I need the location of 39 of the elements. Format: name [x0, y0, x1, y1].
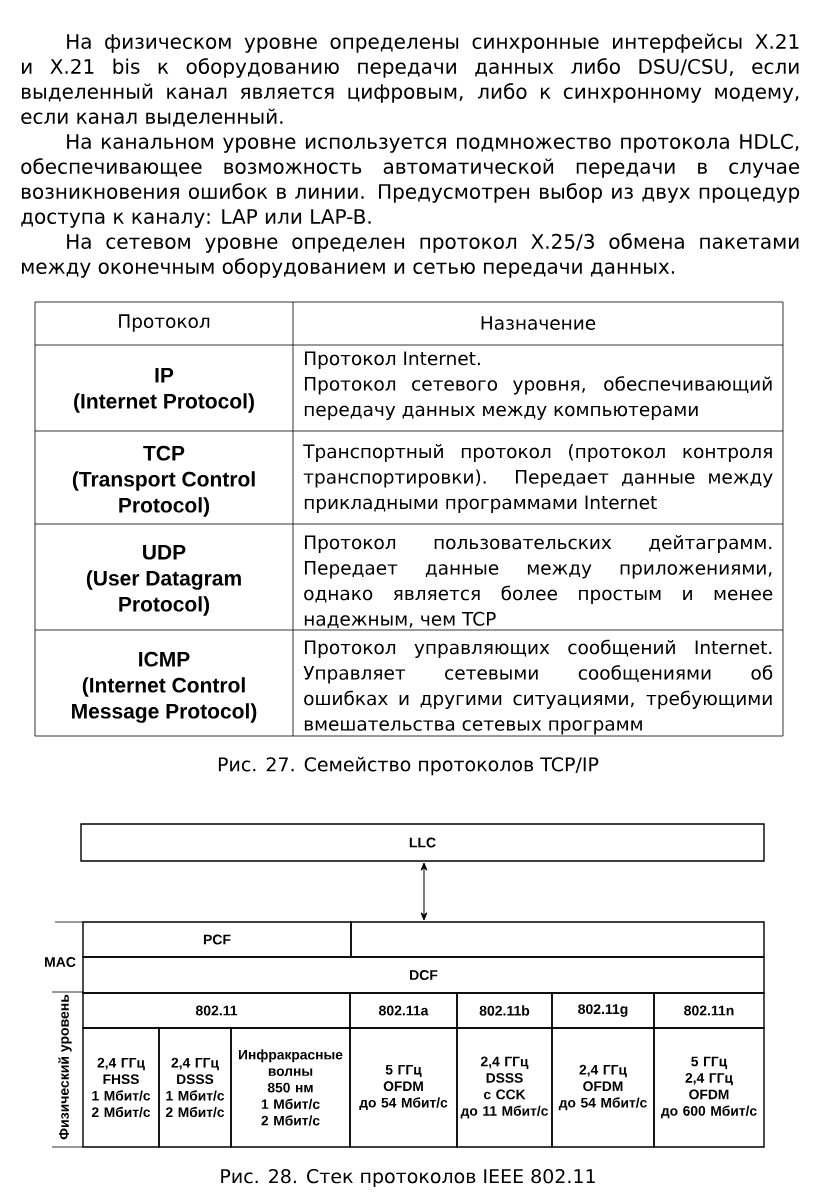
protocol-box: PCF	[82, 921, 352, 958]
specification-box: Инфракрасные волны 850 нм 1 Мбит/с 2 Мбит/с	[230, 1027, 351, 1148]
standard-box: 802.11b	[456, 992, 553, 1029]
layer-label: Физический уровень	[58, 994, 72, 1140]
protocol-description: Протокол сетевого уровня, обеспечивающий передачу данных между компьютерами	[304, 376, 772, 420]
paragraph: На канальном уровне используется подмножество протокола HDLC, обеспечивающее возможность автоматической передачи в случае возникновения ошибок в линии. Предусмотрен выбор из двух процедур доступа к каналу: LAP или LAP-B.	[21, 133, 800, 228]
protocol-description: Транспортный протокол (протокол контроля транспортировки). Передает данные между прикладными программами Internet	[303, 444, 773, 513]
standard-box: 802.11g	[551, 992, 655, 1029]
standard-box: 802.11a	[349, 992, 458, 1029]
specification-box: 5 ГГц 2,4 ГГц OFDM до 600 Мбит/с	[653, 1027, 765, 1148]
paragraph: На физическом уровне определены синхронные интерфейсы X.21 и X.21 bis к оборудованию передачи данных либо DSU/CSU, если выделенный канал является цифровым, либо к синхронному модему, если канал выделенный.	[21, 33, 799, 127]
standard-box: 802.11n	[653, 992, 765, 1029]
paragraph: На сетевом уровне определен протокол X.25/3 обмена пакетами между оконечным оборудованием и сетью передачи данных.	[22, 233, 799, 278]
protocol-box: DCF	[82, 956, 765, 994]
specification-box: 2,4 ГГц DSSS с CCK до 11 Мбит/с	[456, 1027, 553, 1148]
protocol-abbreviation: UDP	[143, 544, 186, 560]
specification-box: 2,4 ГГц DSSS 1 Мбит/с 2 Мбит/с	[158, 1027, 232, 1148]
specification-box: 2,4 ГГц OFDM до 54 Мбит/с	[551, 1027, 655, 1148]
protocol-full-name: (User Datagram Protocol)	[86, 570, 241, 616]
standard-box: 802.11	[82, 992, 351, 1029]
protocol-box: LLC	[80, 823, 765, 862]
specification-box: 5 ГГц OFDM до 54 Мбит/с	[349, 1027, 458, 1148]
specification-box: 2,4 ГГц FHSS 1 Мбит/с 2 Мбит/с	[82, 1027, 160, 1148]
protocol-description: Протокол пользовательских дейтаграмм. Передает данные между приложениями, однако является более простым и менее надежным, чем TCP	[304, 535, 773, 629]
protocol-description: Протокол управляющих сообщений Internet. Управляет сетевыми сообщениями об ошибках и другими ситуациями, требующими вмешательства сетевых программ	[303, 639, 773, 735]
protocol-full-name: (Internet Control Message Protocol)	[72, 677, 257, 723]
protocol-abbreviation: ICMP	[139, 651, 190, 667]
protocol-box	[350, 921, 765, 958]
figure-caption: Рис. 28. Стек протоколов IEEE 802.11	[221, 1169, 595, 1188]
layer-label: MAC	[45, 957, 76, 967]
column-header: Назначение	[481, 316, 596, 330]
protocol-full-name: (Transport Control Protocol)	[72, 471, 255, 517]
protocol-description: Протокол Internet.	[305, 351, 480, 369]
figure-caption: Рис. 27. Семейство протоколов TCP/IP	[218, 756, 599, 776]
protocol-full-name: (Internet Protocol)	[74, 393, 254, 413]
double-arrow	[420, 862, 428, 921]
column-header: Протокол	[119, 314, 210, 332]
protocol-abbreviation: TCP	[143, 445, 185, 461]
protocol-abbreviation: IP	[155, 367, 174, 383]
